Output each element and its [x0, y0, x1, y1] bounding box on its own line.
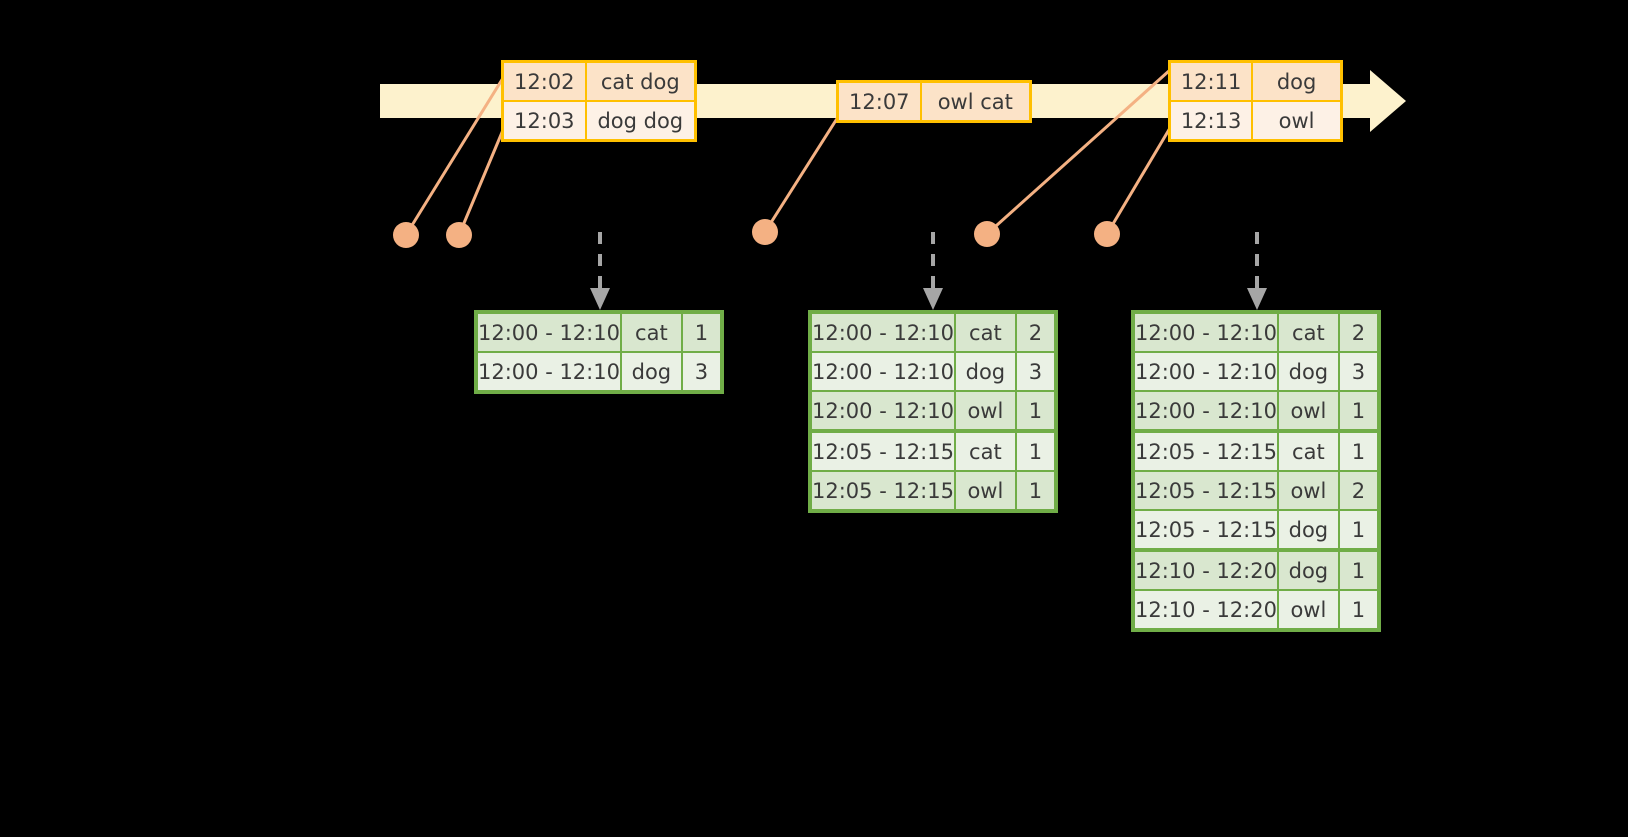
dashed-down-arrow-icon-2	[923, 232, 943, 310]
table-row: 12:00 - 12:10 cat 2	[812, 314, 1054, 353]
connector-line-3	[763, 116, 840, 233]
timeline-arrowhead-icon	[1370, 70, 1406, 132]
event-row: 12:03 dog dog	[504, 100, 694, 139]
cell-key: owl	[1278, 392, 1340, 429]
event-value: dog	[1253, 63, 1340, 100]
cell-count: 1	[1339, 511, 1377, 548]
cell-key: dog	[621, 353, 683, 390]
table-row: 12:05 - 12:15 owl 2	[1135, 472, 1377, 511]
event-row: 12:11 dog	[1171, 63, 1340, 100]
table-row: 12:05 - 12:15 dog 1	[1135, 511, 1377, 552]
cell-window: 12:00 - 12:10	[478, 314, 622, 351]
event-time: 12:03	[504, 102, 587, 139]
table-row: 12:05 - 12:15 cat 1	[1135, 433, 1377, 472]
cell-count: 1	[1339, 552, 1377, 589]
table-row: 12:00 - 12:10 cat 2	[1135, 314, 1377, 353]
table-row: 12:00 - 12:10 owl 1	[1135, 392, 1377, 433]
cell-key: dog	[955, 353, 1017, 390]
cell-key: owl	[1278, 472, 1340, 509]
cell-window: 12:00 - 12:10	[478, 353, 622, 390]
event-row: 12:07 owl cat	[839, 83, 1029, 120]
cell-window: 12:00 - 12:10	[1135, 392, 1279, 429]
connector-dot-2	[446, 222, 472, 248]
connector-dot-1	[393, 222, 419, 248]
timeline-event-box-2: 12:07 owl cat	[836, 80, 1032, 123]
table-row: 12:10 - 12:20 owl 1	[1135, 591, 1377, 628]
cell-key: cat	[955, 433, 1017, 470]
connector-dot-4	[974, 221, 1000, 247]
result-table-1: 12:00 - 12:10 cat 1 12:00 - 12:10 dog 3	[474, 310, 724, 394]
cell-key: dog	[1278, 552, 1340, 589]
cell-count: 1	[1339, 591, 1377, 628]
cell-count: 3	[682, 353, 720, 390]
connector-dot-5	[1094, 221, 1120, 247]
connector-line-2	[457, 129, 505, 236]
event-row: 12:13 owl	[1171, 100, 1340, 139]
event-value: owl cat	[921, 83, 1029, 120]
cell-count: 3	[1339, 353, 1377, 390]
timeline-event-box-1: 12:02 cat dog 12:03 dog dog	[501, 60, 697, 142]
cell-window: 12:05 - 12:15	[812, 472, 956, 509]
table-row: 12:05 - 12:15 owl 1	[812, 472, 1054, 509]
cell-key: dog	[1278, 353, 1340, 390]
cell-key: owl	[1278, 591, 1340, 628]
table-row: 12:00 - 12:10 dog 3	[478, 353, 720, 390]
event-time: 12:13	[1171, 102, 1254, 139]
dashed-down-arrow-icon-3	[1247, 232, 1267, 310]
table-row: 12:00 - 12:10 owl 1	[812, 392, 1054, 433]
event-value: owl	[1253, 102, 1340, 139]
event-value: cat dog	[586, 63, 694, 100]
result-table-2: 12:00 - 12:10 cat 2 12:00 - 12:10 dog 3 …	[808, 310, 1058, 513]
cell-window: 12:00 - 12:10	[812, 353, 956, 390]
cell-key: owl	[955, 472, 1017, 509]
cell-count: 1	[682, 314, 720, 351]
cell-count: 2	[1016, 314, 1054, 351]
table-row: 12:00 - 12:10 dog 3	[812, 353, 1054, 392]
cell-window: 12:00 - 12:10	[1135, 353, 1279, 390]
event-value: dog dog	[586, 102, 694, 139]
cell-window: 12:05 - 12:15	[812, 433, 956, 470]
cell-key: cat	[955, 314, 1017, 351]
cell-window: 12:05 - 12:15	[1135, 472, 1279, 509]
connector-dot-3	[752, 219, 778, 245]
cell-window: 12:00 - 12:10	[812, 314, 956, 351]
cell-window: 12:05 - 12:15	[1135, 511, 1279, 548]
table-row: 12:05 - 12:15 cat 1	[812, 433, 1054, 472]
cell-key: cat	[621, 314, 683, 351]
cell-window: 12:00 - 12:10	[812, 392, 956, 429]
cell-count: 2	[1339, 314, 1377, 351]
event-time: 12:07	[839, 83, 922, 120]
cell-key: dog	[1278, 511, 1340, 548]
cell-window: 12:05 - 12:15	[1135, 433, 1279, 470]
cell-count: 1	[1016, 433, 1054, 470]
event-time: 12:02	[504, 63, 587, 100]
event-time: 12:11	[1171, 63, 1254, 100]
connector-line-5	[1105, 127, 1172, 235]
table-row: 12:00 - 12:10 cat 1	[478, 314, 720, 353]
cell-count: 3	[1016, 353, 1054, 390]
cell-count: 1	[1016, 392, 1054, 429]
cell-key: owl	[955, 392, 1017, 429]
event-row: 12:02 cat dog	[504, 63, 694, 100]
table-row: 12:00 - 12:10 dog 3	[1135, 353, 1377, 392]
timeline-event-box-3: 12:11 dog 12:13 owl	[1168, 60, 1343, 142]
cell-window: 12:10 - 12:20	[1135, 552, 1279, 589]
cell-key: cat	[1278, 314, 1340, 351]
cell-count: 2	[1339, 472, 1377, 509]
cell-count: 1	[1339, 392, 1377, 429]
cell-window: 12:10 - 12:20	[1135, 591, 1279, 628]
cell-count: 1	[1016, 472, 1054, 509]
cell-key: cat	[1278, 433, 1340, 470]
dashed-down-arrow-icon-1	[590, 232, 610, 310]
table-row: 12:10 - 12:20 dog 1	[1135, 552, 1377, 591]
cell-count: 1	[1339, 433, 1377, 470]
cell-window: 12:00 - 12:10	[1135, 314, 1279, 351]
result-table-3: 12:00 - 12:10 cat 2 12:00 - 12:10 dog 3 …	[1131, 310, 1381, 632]
